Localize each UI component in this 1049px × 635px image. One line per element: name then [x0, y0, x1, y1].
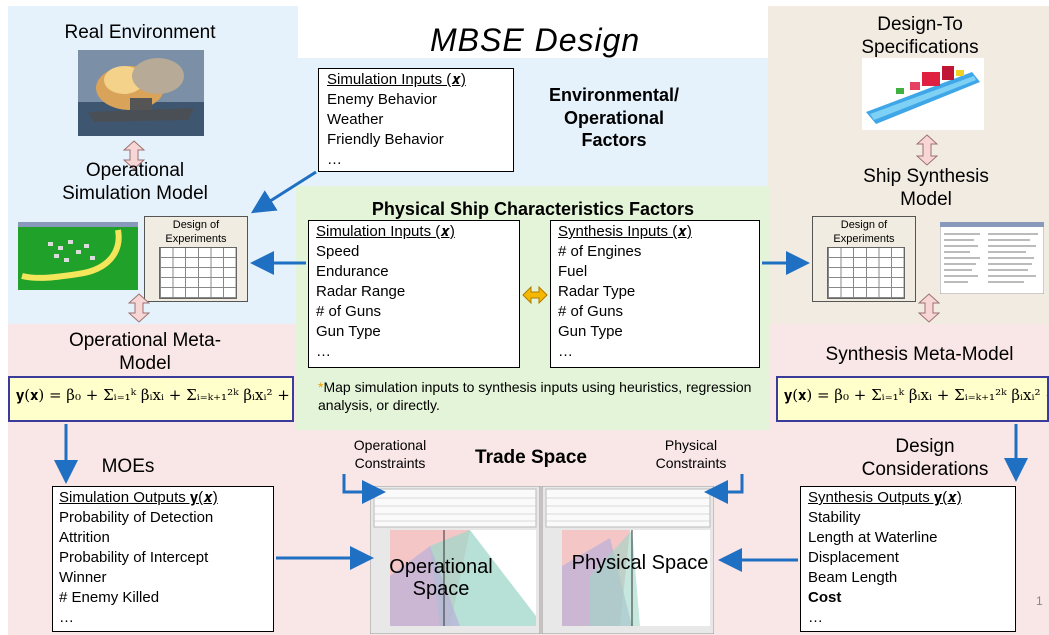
synth-input-item: # of Engines: [558, 243, 642, 260]
doe-grid-left: [159, 247, 237, 299]
environmental-factors-label: Environmental/ Operational Factors: [530, 84, 698, 152]
note-star: *: [318, 379, 324, 395]
real-environment-label: Real Environment: [64, 22, 216, 43]
synth-output-item: Stability: [808, 509, 861, 526]
updown-arrow-icon: [918, 293, 940, 323]
synth-input-item: Fuel: [558, 263, 588, 280]
sim-input-item: Gun Type: [316, 323, 381, 340]
op-meta-line-1: Operational Meta-: [68, 330, 222, 351]
mapping-note: *Map simulation inputs to synthesis inpu…: [318, 378, 758, 414]
env-input-item: Weather: [327, 111, 384, 128]
sim-input-item: …: [316, 343, 331, 360]
sim-output-item: # Enemy Killed: [59, 589, 160, 606]
op-meta-line-2: Model: [119, 352, 171, 374]
design-spec-line-1: Design-To: [877, 14, 963, 35]
battleship-photo: [78, 50, 204, 136]
sim-input-item: Speed: [316, 243, 360, 260]
updown-arrow-icon: [123, 140, 145, 170]
synth-outputs-title: Synthesis Outputs 𝐲(𝒙): [808, 489, 962, 506]
design-cons-line-1: Design: [895, 436, 955, 457]
trade-space-plots: [370, 486, 714, 634]
synth-output-item: Length at Waterline: [808, 529, 938, 546]
synth-output-item: Beam Length: [808, 569, 898, 586]
operational-simulation-model-label: Operational Simulation Model: [30, 160, 240, 206]
simulation-outputs-box: Simulation Outputs 𝐲(𝒙) Probability of D…: [52, 486, 274, 632]
design-of-experiments-left: Design of Experiments: [144, 216, 248, 302]
sim-inputs-title: Simulation Inputs (𝒙): [316, 223, 455, 240]
environment-inputs-box: Simulation Inputs (𝒙) Enemy Behavior Wea…: [318, 68, 514, 172]
ship-model-image: [862, 58, 984, 130]
design-to-specifications-label: Design-To Specifications: [820, 14, 1020, 60]
ship-synth-line-1: Ship Synthesis: [863, 166, 989, 187]
simulation-inputs-box: Simulation Inputs (𝒙) Speed Endurance Ra…: [308, 220, 520, 368]
env-factors-line-3: Factors: [581, 130, 647, 150]
op-sim-line-2: Simulation Model: [62, 182, 208, 204]
phys-constraints-line-2: Constraints: [655, 455, 727, 471]
physical-space-label: Physical Space: [571, 552, 709, 574]
ship-synthesis-model-label: Ship Synthesis Model: [826, 166, 1026, 212]
note-text: Map simulation inputs to synthesis input…: [318, 379, 752, 413]
env-input-item: …: [327, 151, 342, 168]
slide-number: 1: [1036, 594, 1043, 608]
sim-outputs-title: Simulation Outputs 𝐲(𝒙): [59, 489, 218, 506]
updown-arrow-icon: [916, 134, 938, 166]
doe-right-line-1: Design of: [840, 219, 888, 231]
synth-input-item: # of Guns: [558, 303, 624, 320]
operational-meta-model-label: Operational Meta- Model: [20, 330, 270, 376]
op-constraints-line-2: Constraints: [354, 455, 426, 471]
synthesis-meta-model-equation: 𝐲(𝐱) = β₀ + Σᵢ₌₁ᵏ βᵢxᵢ + Σᵢ₌ₖ₊₁²ᵏ βᵢxᵢ² …: [776, 376, 1049, 422]
op-space-line-1: Operational: [389, 556, 493, 578]
sim-output-item: Attrition: [59, 529, 110, 546]
design-considerations-label: Design Considerations: [840, 436, 1010, 482]
operational-space-label: Operational Space: [386, 556, 496, 600]
sim-output-item: Winner: [59, 569, 107, 586]
sim-output-item: …: [59, 609, 74, 626]
design-cons-line-2: Considerations: [861, 458, 989, 480]
env-inputs-title: Simulation Inputs (𝒙): [327, 71, 466, 88]
trade-space-title: Trade Space: [475, 447, 587, 468]
doe-left-line-2: Experiments: [165, 233, 227, 245]
synthesis-meta-model-label: Synthesis Meta-Model: [825, 344, 1014, 365]
operational-constraints-label: Operational Constraints: [330, 436, 450, 472]
env-input-item: Friendly Behavior: [327, 131, 444, 148]
synthesis-inputs-box: Synthesis Inputs (𝒙) # of Engines Fuel R…: [550, 220, 760, 368]
sim-input-item: Endurance: [316, 263, 389, 280]
synth-output-item: Displacement: [808, 549, 899, 566]
synth-input-item: Gun Type: [558, 323, 623, 340]
env-factors-line-1: Environmental/: [548, 85, 680, 105]
page-title: MBSE Design: [430, 22, 641, 58]
ship-synth-line-2: Model: [900, 188, 952, 210]
synth-output-item: Cost: [808, 589, 842, 606]
doe-grid-right: [827, 247, 905, 299]
design-spec-line-2: Specifications: [861, 36, 979, 58]
synthesis-outputs-box: Synthesis Outputs 𝐲(𝒙) Stability Length …: [800, 486, 1016, 632]
env-factors-line-2: Operational: [563, 107, 665, 128]
op-sim-line-1: Operational: [85, 160, 185, 181]
physical-factors-title: Physical Ship Characteristics Factors: [371, 199, 695, 219]
simulation-screenshot: [18, 222, 138, 290]
sim-output-item: Probability of Intercept: [59, 549, 209, 566]
sim-output-item: Probability of Detection: [59, 509, 214, 526]
op-space-line-2: Space: [412, 578, 470, 600]
sim-input-item: Radar Range: [316, 283, 406, 300]
synth-input-item: …: [558, 343, 573, 360]
sim-input-item: # of Guns: [316, 303, 382, 320]
phys-constraints-line-1: Physical: [664, 437, 718, 453]
doe-left-line-1: Design of: [172, 219, 220, 231]
env-input-item: Enemy Behavior: [327, 91, 438, 108]
synth-inputs-title: Synthesis Inputs (𝒙): [558, 223, 692, 240]
doe-right-line-2: Experiments: [833, 233, 895, 245]
operational-meta-model-equation: 𝐲(𝐱) = β₀ + Σᵢ₌₁ᵏ βᵢxᵢ + Σᵢ₌ₖ₊₁²ᵏ βᵢxᵢ² …: [8, 376, 294, 422]
synthesis-output-screenshot: [940, 222, 1044, 294]
synth-output-item: …: [808, 609, 823, 626]
synth-input-item: Radar Type: [558, 283, 636, 300]
moes-label: MOEs: [101, 456, 155, 477]
leftright-arrow-icon: [522, 286, 548, 304]
updown-arrow-icon: [128, 293, 150, 323]
design-of-experiments-right: Design of Experiments: [812, 216, 916, 302]
op-constraints-line-1: Operational: [353, 437, 427, 453]
physical-constraints-label: Physical Constraints: [636, 436, 746, 472]
